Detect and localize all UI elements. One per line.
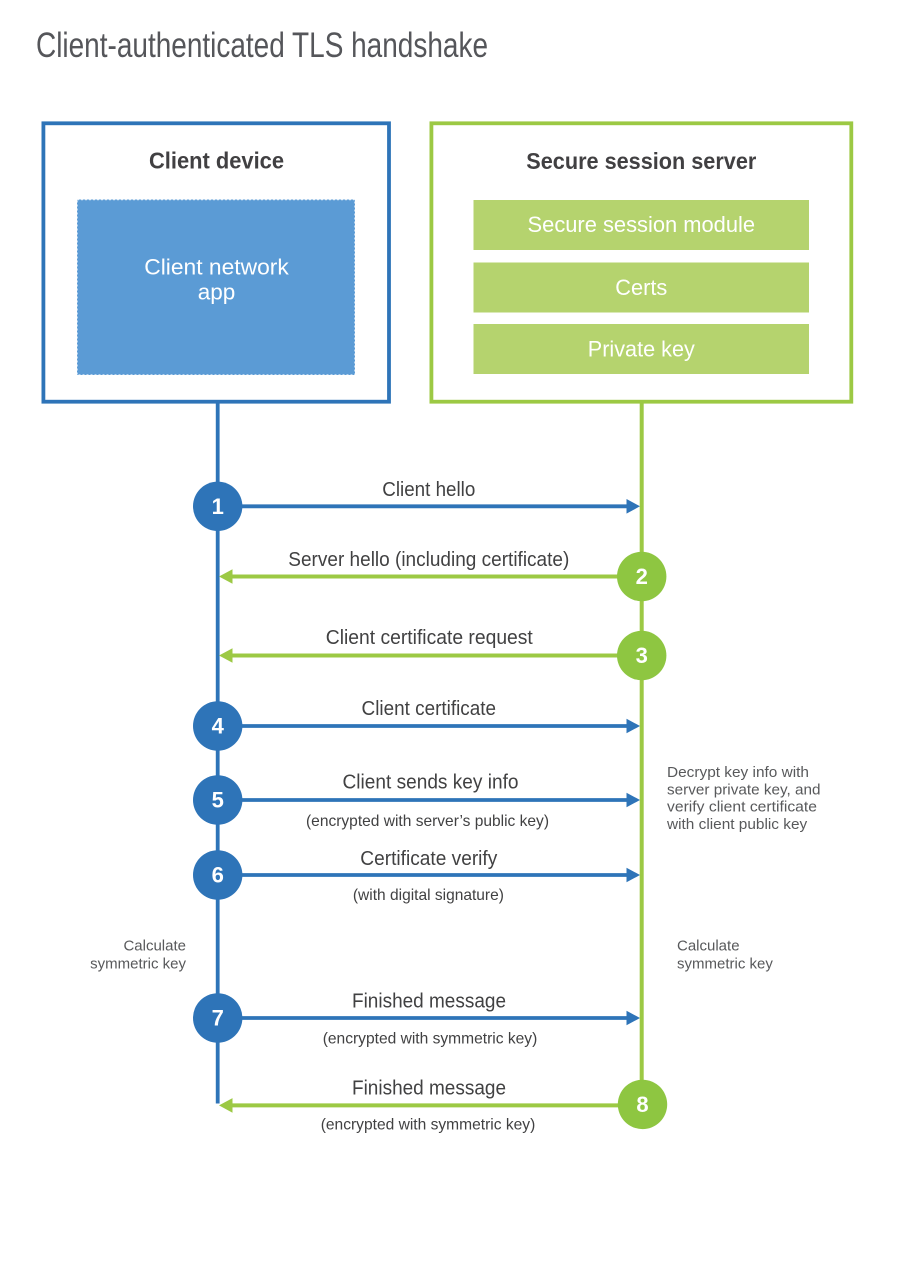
svg-text:with client public key: with client public key: [666, 816, 808, 833]
svg-text:Certificate verify: Certificate verify: [360, 848, 497, 870]
svg-text:(encrypted with symmetric key): (encrypted with symmetric key): [323, 1030, 538, 1047]
svg-text:Decrypt key info with: Decrypt key info with: [667, 764, 809, 781]
svg-text:4: 4: [212, 714, 225, 739]
svg-text:Client hello: Client hello: [382, 479, 475, 501]
svg-text:Server hello (including certif: Server hello (including certificate): [288, 549, 569, 571]
svg-text:Client network: Client network: [144, 255, 289, 280]
svg-text:symmetric key: symmetric key: [90, 955, 186, 972]
svg-text:symmetric key: symmetric key: [677, 955, 773, 972]
svg-text:(with digital signature): (with digital signature): [353, 887, 504, 904]
svg-text:server private key, and: server private key, and: [667, 782, 821, 799]
svg-text:Client-authenticated TLS hands: Client-authenticated TLS handshake: [36, 25, 488, 65]
svg-text:1: 1: [212, 494, 224, 519]
svg-text:3: 3: [636, 643, 648, 668]
svg-text:verify client certificate: verify client certificate: [667, 799, 817, 816]
svg-text:Client sends key info: Client sends key info: [343, 772, 519, 794]
svg-text:Client device: Client device: [149, 148, 284, 174]
svg-text:2: 2: [636, 564, 648, 589]
svg-text:7: 7: [212, 1006, 224, 1031]
svg-text:6: 6: [212, 863, 224, 888]
svg-text:5: 5: [212, 788, 224, 813]
svg-text:Client certificate: Client certificate: [362, 698, 497, 720]
svg-text:Finished message: Finished message: [352, 1078, 506, 1100]
svg-text:Calculate: Calculate: [123, 938, 186, 955]
svg-text:8: 8: [636, 1092, 648, 1117]
svg-text:Client certificate request: Client certificate request: [326, 627, 533, 649]
svg-text:Secure session server: Secure session server: [526, 148, 756, 174]
svg-text:Secure session module: Secure session module: [528, 212, 756, 237]
svg-text:app: app: [198, 280, 236, 305]
svg-text:(encrypted with symmetric key): (encrypted with symmetric key): [321, 1116, 536, 1133]
svg-text:Finished message: Finished message: [352, 990, 506, 1012]
svg-text:Certs: Certs: [615, 275, 667, 300]
svg-text:(encrypted with server’s publi: (encrypted with server’s public key): [306, 813, 549, 830]
svg-text:Private key: Private key: [588, 337, 696, 362]
svg-text:Calculate: Calculate: [677, 938, 740, 955]
